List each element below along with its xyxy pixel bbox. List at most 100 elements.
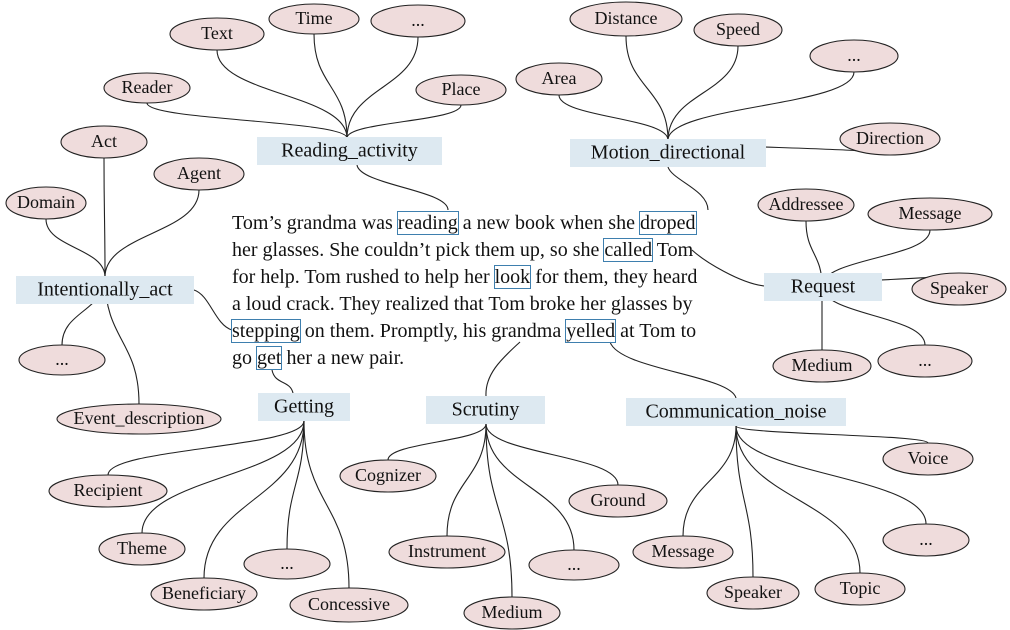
reading-activity-edge-5 bbox=[346, 104, 462, 139]
oval-shape bbox=[809, 39, 899, 73]
trigger-link-1 bbox=[356, 164, 449, 211]
oval-shape bbox=[867, 197, 993, 231]
oval-shape bbox=[56, 403, 222, 435]
oval-shape bbox=[814, 572, 906, 606]
frame-element-oval: Speaker bbox=[706, 576, 800, 610]
trigger-word: called bbox=[603, 238, 654, 262]
frame-element-oval: Addressee bbox=[757, 188, 855, 222]
frame-communication-noise: Communication_noise bbox=[626, 398, 846, 426]
frame-element-label: Medium bbox=[482, 602, 543, 622]
oval-shape bbox=[169, 17, 265, 51]
frame-element-oval: ... bbox=[243, 548, 331, 580]
frame-element-oval: ... bbox=[882, 523, 970, 557]
trigger-link-5 bbox=[271, 369, 294, 394]
frame-intentionally-act: Intentionally_act bbox=[16, 276, 194, 304]
trigger-link-2 bbox=[667, 166, 709, 211]
frame-element-label: ... bbox=[411, 10, 425, 30]
frame-element-label: Direction bbox=[856, 128, 924, 148]
frame-element-oval: Medium bbox=[463, 596, 561, 630]
frame-element-oval: Place bbox=[415, 74, 507, 106]
oval-shape bbox=[568, 484, 668, 518]
oval-shape bbox=[150, 577, 258, 611]
frame-element-oval: Recipient bbox=[48, 474, 168, 508]
scrutiny-edge-1 bbox=[387, 423, 487, 461]
trigger-link-4 bbox=[193, 289, 233, 331]
frame-element-oval: Medium bbox=[772, 349, 872, 383]
frame-element-label: Recipient bbox=[74, 480, 143, 500]
oval-shape bbox=[515, 62, 603, 96]
oval-shape bbox=[877, 344, 973, 378]
trigger-link-7 bbox=[609, 341, 737, 399]
reading-activity-edge-2 bbox=[313, 33, 348, 139]
story-segment: a loud crack. They realized that Tom bro… bbox=[232, 293, 693, 315]
story-line: go get her a new pair. bbox=[232, 345, 752, 372]
frame-box bbox=[258, 393, 350, 421]
communication-noise-edge-4 bbox=[735, 425, 861, 574]
oval-shape bbox=[706, 576, 800, 610]
story-segment: a new book when she bbox=[457, 212, 640, 234]
getting-edge-2 bbox=[141, 420, 305, 534]
frame-element-label: Speaker bbox=[930, 278, 988, 298]
frame-element-label: Message bbox=[899, 203, 962, 223]
trigger-word: get bbox=[255, 346, 283, 370]
frame-element-oval: Voice bbox=[882, 442, 974, 476]
trigger-link-3 bbox=[691, 249, 765, 287]
frame-element-label: Medium bbox=[792, 355, 853, 375]
frame-element-oval: ... bbox=[877, 344, 973, 378]
frame-request: Request bbox=[764, 273, 882, 301]
frame-element-oval: Text bbox=[169, 17, 265, 51]
communication-noise-edge-2 bbox=[735, 425, 927, 525]
story-line: for help. Tom rushed to help her look fo… bbox=[232, 264, 752, 291]
oval-shape bbox=[98, 532, 186, 566]
frame-name: Reading_activity bbox=[281, 140, 418, 162]
frame-name: Motion_directional bbox=[591, 142, 746, 164]
frame-element-oval: Distance bbox=[569, 1, 683, 37]
story-line: stepping on them. Promptly, his grandma … bbox=[231, 318, 752, 345]
frame-element-label: ... bbox=[567, 554, 581, 574]
communication-noise-edge-5 bbox=[735, 425, 754, 578]
frame-scrutiny: Scrutiny bbox=[426, 396, 545, 424]
frame-element-label: Message bbox=[652, 541, 715, 561]
frame-element-label: Act bbox=[91, 131, 117, 151]
frame-element-label: Topic bbox=[840, 578, 881, 598]
reading-activity-edge-3 bbox=[346, 36, 419, 139]
scrutiny-edge-2 bbox=[485, 423, 619, 486]
frame-element-label: Beneficiary bbox=[162, 583, 246, 603]
frame-element-oval: Speaker bbox=[911, 272, 1007, 306]
frame-element-label: Speed bbox=[716, 19, 760, 39]
frame-element-oval: Act bbox=[60, 125, 148, 159]
story-segment: Tom bbox=[652, 239, 694, 261]
frame-element-label: ... bbox=[918, 350, 932, 370]
frame-element-oval: Event_description bbox=[56, 403, 222, 435]
frame-element-label: ... bbox=[847, 45, 861, 65]
frame-element-label: Voice bbox=[908, 448, 949, 468]
oval-shape bbox=[289, 587, 409, 623]
frame-element-label: Distance bbox=[595, 8, 658, 28]
story-line: Tom’s grandma was reading a new book whe… bbox=[232, 210, 752, 237]
frame-element-label: Time bbox=[295, 8, 332, 28]
trigger-word: reading bbox=[396, 211, 459, 235]
frame-element-label: Event_description bbox=[74, 408, 205, 428]
story-line: her glasses. She couldn’t pick them up, … bbox=[232, 237, 752, 264]
frame-element-oval: Message bbox=[867, 197, 993, 231]
frame-element-oval: Speed bbox=[693, 13, 783, 47]
frame-element-oval: Theme bbox=[98, 532, 186, 566]
frame-element-oval: ... bbox=[528, 549, 620, 581]
frame-element-oval: Direction bbox=[839, 122, 941, 156]
frame-boxes: Reading_activity Motion_directionalIntent… bbox=[16, 137, 882, 426]
oval-shape bbox=[569, 1, 683, 37]
trigger-word: yelled bbox=[565, 319, 617, 343]
story-segment: go bbox=[232, 347, 257, 369]
oval-shape bbox=[103, 72, 191, 104]
oval-shape bbox=[243, 548, 331, 580]
oval-shape bbox=[60, 125, 148, 159]
oval-shape bbox=[48, 474, 168, 508]
motion-directional-edge-3 bbox=[558, 94, 669, 141]
scrutiny-edge-4 bbox=[485, 423, 575, 551]
frame-box bbox=[426, 396, 545, 424]
oval-shape bbox=[18, 344, 106, 376]
frame-element-label: Area bbox=[542, 68, 577, 88]
frame-element-oval: Time bbox=[268, 3, 360, 35]
frame-box bbox=[626, 398, 846, 426]
